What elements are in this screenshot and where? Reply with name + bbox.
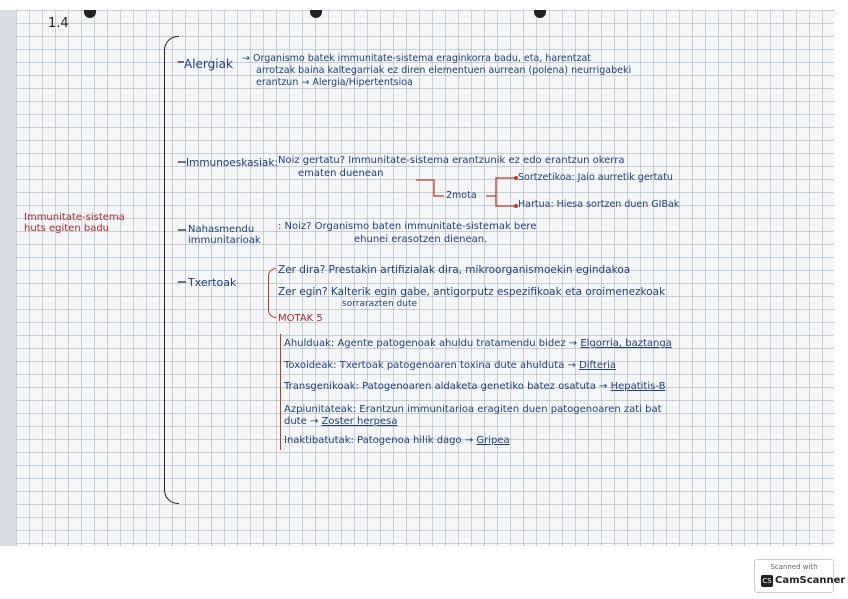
alergiak-line-1: → Organismo batek immunitate-sistema era…	[242, 53, 592, 64]
spiral-ring	[84, 10, 96, 18]
motak-line	[280, 334, 282, 450]
type-desc-cont: dute	[284, 416, 307, 427]
type-name: Toxoideak	[284, 360, 334, 371]
immunoeskasiak-question: Noiz gertatu? Immunitate-sistema erantzu…	[278, 155, 625, 166]
alergiak-title: Alergiak	[184, 57, 233, 71]
type-name: Ahulduak	[284, 338, 331, 349]
txertoak-zer-egin-cont: sorrarazten dute	[342, 299, 418, 309]
main-topic-line-2: huts egiten badu	[24, 223, 110, 234]
connector-lines	[178, 61, 518, 283]
type-desc: Patogenoa hilik dago	[357, 435, 462, 446]
type-desc: Erantzun immunitarioa eragiten duen pato…	[359, 404, 662, 415]
type-example: Difteria	[579, 360, 616, 371]
motak-label: MOTAK 5	[278, 313, 323, 324]
camscanner-logo-icon: CS	[761, 575, 773, 587]
spiral-ring	[310, 10, 322, 18]
nahasmendu-line-2: ehunei erasotzen dienean.	[354, 234, 488, 245]
type-desc: Txertoak patogenoaren toxina dute ahuldu…	[339, 360, 565, 371]
mota-type-2: Hartua: Hiesa sortzen duen GIBak	[518, 199, 680, 210]
type-desc: Agente patogenoak ahuldu tratamendu bide…	[337, 338, 566, 349]
main-topic-line-1: Immunitate-sistema	[24, 212, 125, 223]
nahasmendu-title-2: immunitarioak	[188, 235, 261, 246]
type-name: Inaktibatutak	[284, 435, 351, 446]
type-example: Zoster herpesa	[321, 416, 398, 427]
type-example: Gripea	[476, 435, 510, 446]
camscanner-name: CamScanner	[775, 575, 846, 586]
immunoeskasiak-title: Immunoeskasiak:	[186, 157, 278, 169]
type-example: Elgorria, baztanga	[580, 338, 672, 349]
scanned-with-text: Scanned with	[770, 563, 818, 571]
txertoak-zer-dira: Zer dira? Prestakin artifizialak dira, m…	[278, 264, 631, 276]
type-desc: Patogenoaren aldaketa genetiko batez osa…	[362, 381, 596, 392]
type-example: Hepatitis-B	[610, 381, 666, 392]
page-left-edge	[0, 10, 16, 546]
type-name: Transgenikoak	[284, 381, 356, 392]
nahasmendu-line-1: : Noiz? Organismo baten immunitate-siste…	[278, 221, 537, 232]
mota-label: 2mota	[446, 190, 477, 201]
spiral-ring	[534, 10, 546, 18]
page-number: 1.4	[48, 16, 69, 31]
alergiak-line-3: erantzun → Alergia/Hipertentsioa	[256, 77, 413, 88]
notebook-page: 1.4 Immunitate-sistema huts egiten badu …	[16, 10, 834, 546]
alergiak-line-2: arrotzak baina kaltegarriak ez diren ele…	[256, 65, 632, 76]
txertoak-zer-egin: Zer egin? Kalterik egin gabe, antigorput…	[278, 286, 666, 298]
txertoak-title: Txertoak	[188, 276, 237, 289]
immunoeskasiak-question-cont: ematen duenean	[298, 168, 384, 179]
type-name: Azpiunitateak	[284, 404, 353, 415]
mota-type-1: Sortzetikoa: Jaio aurretik gertatu	[518, 172, 673, 183]
nahasmendu-title-1: Nahasmendu	[188, 224, 255, 235]
camscanner-badge: Scanned with CS CamScanner	[754, 559, 845, 593]
